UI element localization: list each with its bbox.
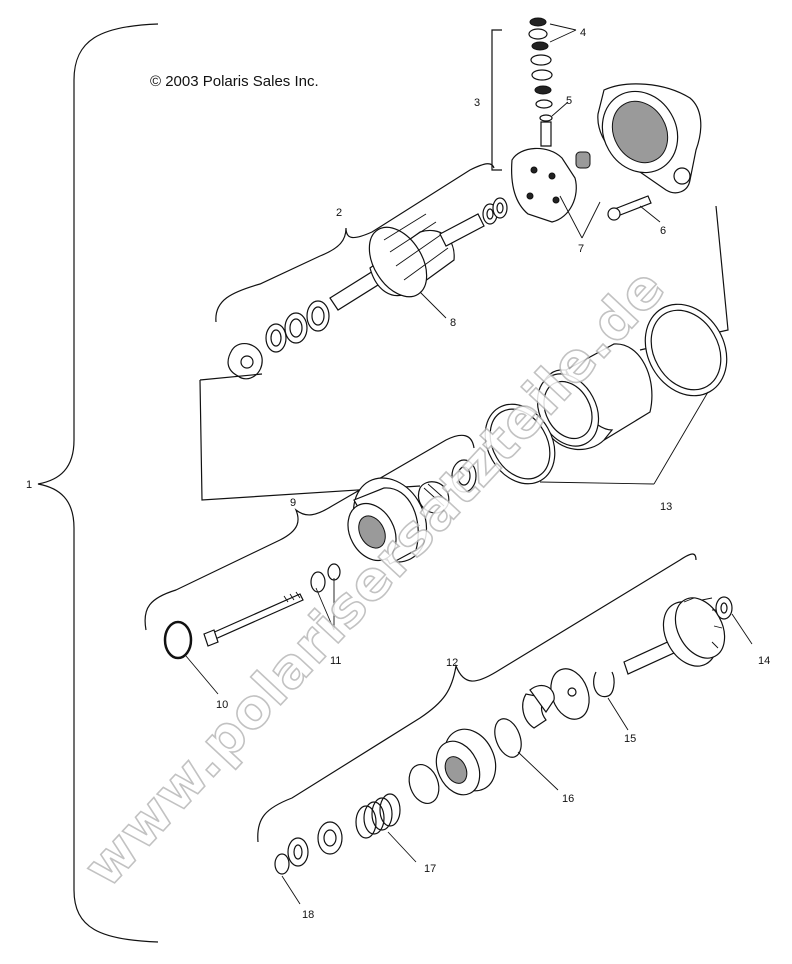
- callout-14: 14: [758, 655, 770, 667]
- callout-1: 1: [26, 479, 32, 491]
- callout-11: 11: [330, 655, 341, 667]
- bracket-12: [257, 553, 697, 843]
- washer-18b: [274, 853, 290, 875]
- collar: [408, 764, 440, 804]
- callout-6: 6: [660, 225, 666, 237]
- thrust-washers: [522, 668, 590, 729]
- callout-10: 10: [216, 699, 228, 711]
- field-housing: [484, 303, 728, 485]
- callout-4: 4: [580, 27, 586, 39]
- callout-9: 9: [290, 497, 296, 509]
- callout-13: 13: [660, 501, 672, 513]
- end-cap-housing: [597, 83, 702, 194]
- callout-5: 5: [566, 95, 572, 107]
- callout-7: 7: [578, 243, 584, 255]
- snap-ring-15: [593, 671, 615, 698]
- o-ring-10: [163, 620, 193, 660]
- brace-assembly-1: [37, 23, 159, 943]
- ring-16: [494, 718, 522, 758]
- callout-2: 2: [336, 207, 342, 219]
- callout-16: 16: [562, 793, 574, 805]
- callout-12: 12: [446, 657, 458, 669]
- callout-17: 17: [424, 863, 436, 875]
- callout-8: 8: [450, 317, 456, 329]
- spring-17: [355, 793, 401, 839]
- copyright-text: © 2003 Polaris Sales Inc.: [150, 73, 319, 90]
- brush-holder-plate: [511, 147, 577, 223]
- drive-housing: [347, 459, 477, 565]
- callout-15: 15: [624, 733, 636, 745]
- o-ring-5: [539, 114, 553, 122]
- nut-stack: [528, 17, 553, 109]
- pinion-gear: [435, 728, 497, 796]
- armature-8: [329, 197, 508, 311]
- bracket-2: [215, 163, 495, 323]
- callout-3: 3: [474, 97, 480, 109]
- callout-18: 18: [302, 909, 314, 921]
- bracket-9: [144, 434, 475, 631]
- brush-block: [575, 151, 591, 169]
- pinion-shaft-14: [623, 596, 733, 675]
- washer-stack-left: [227, 300, 330, 380]
- terminal-stud: [540, 121, 552, 147]
- bracket-3: [491, 29, 502, 171]
